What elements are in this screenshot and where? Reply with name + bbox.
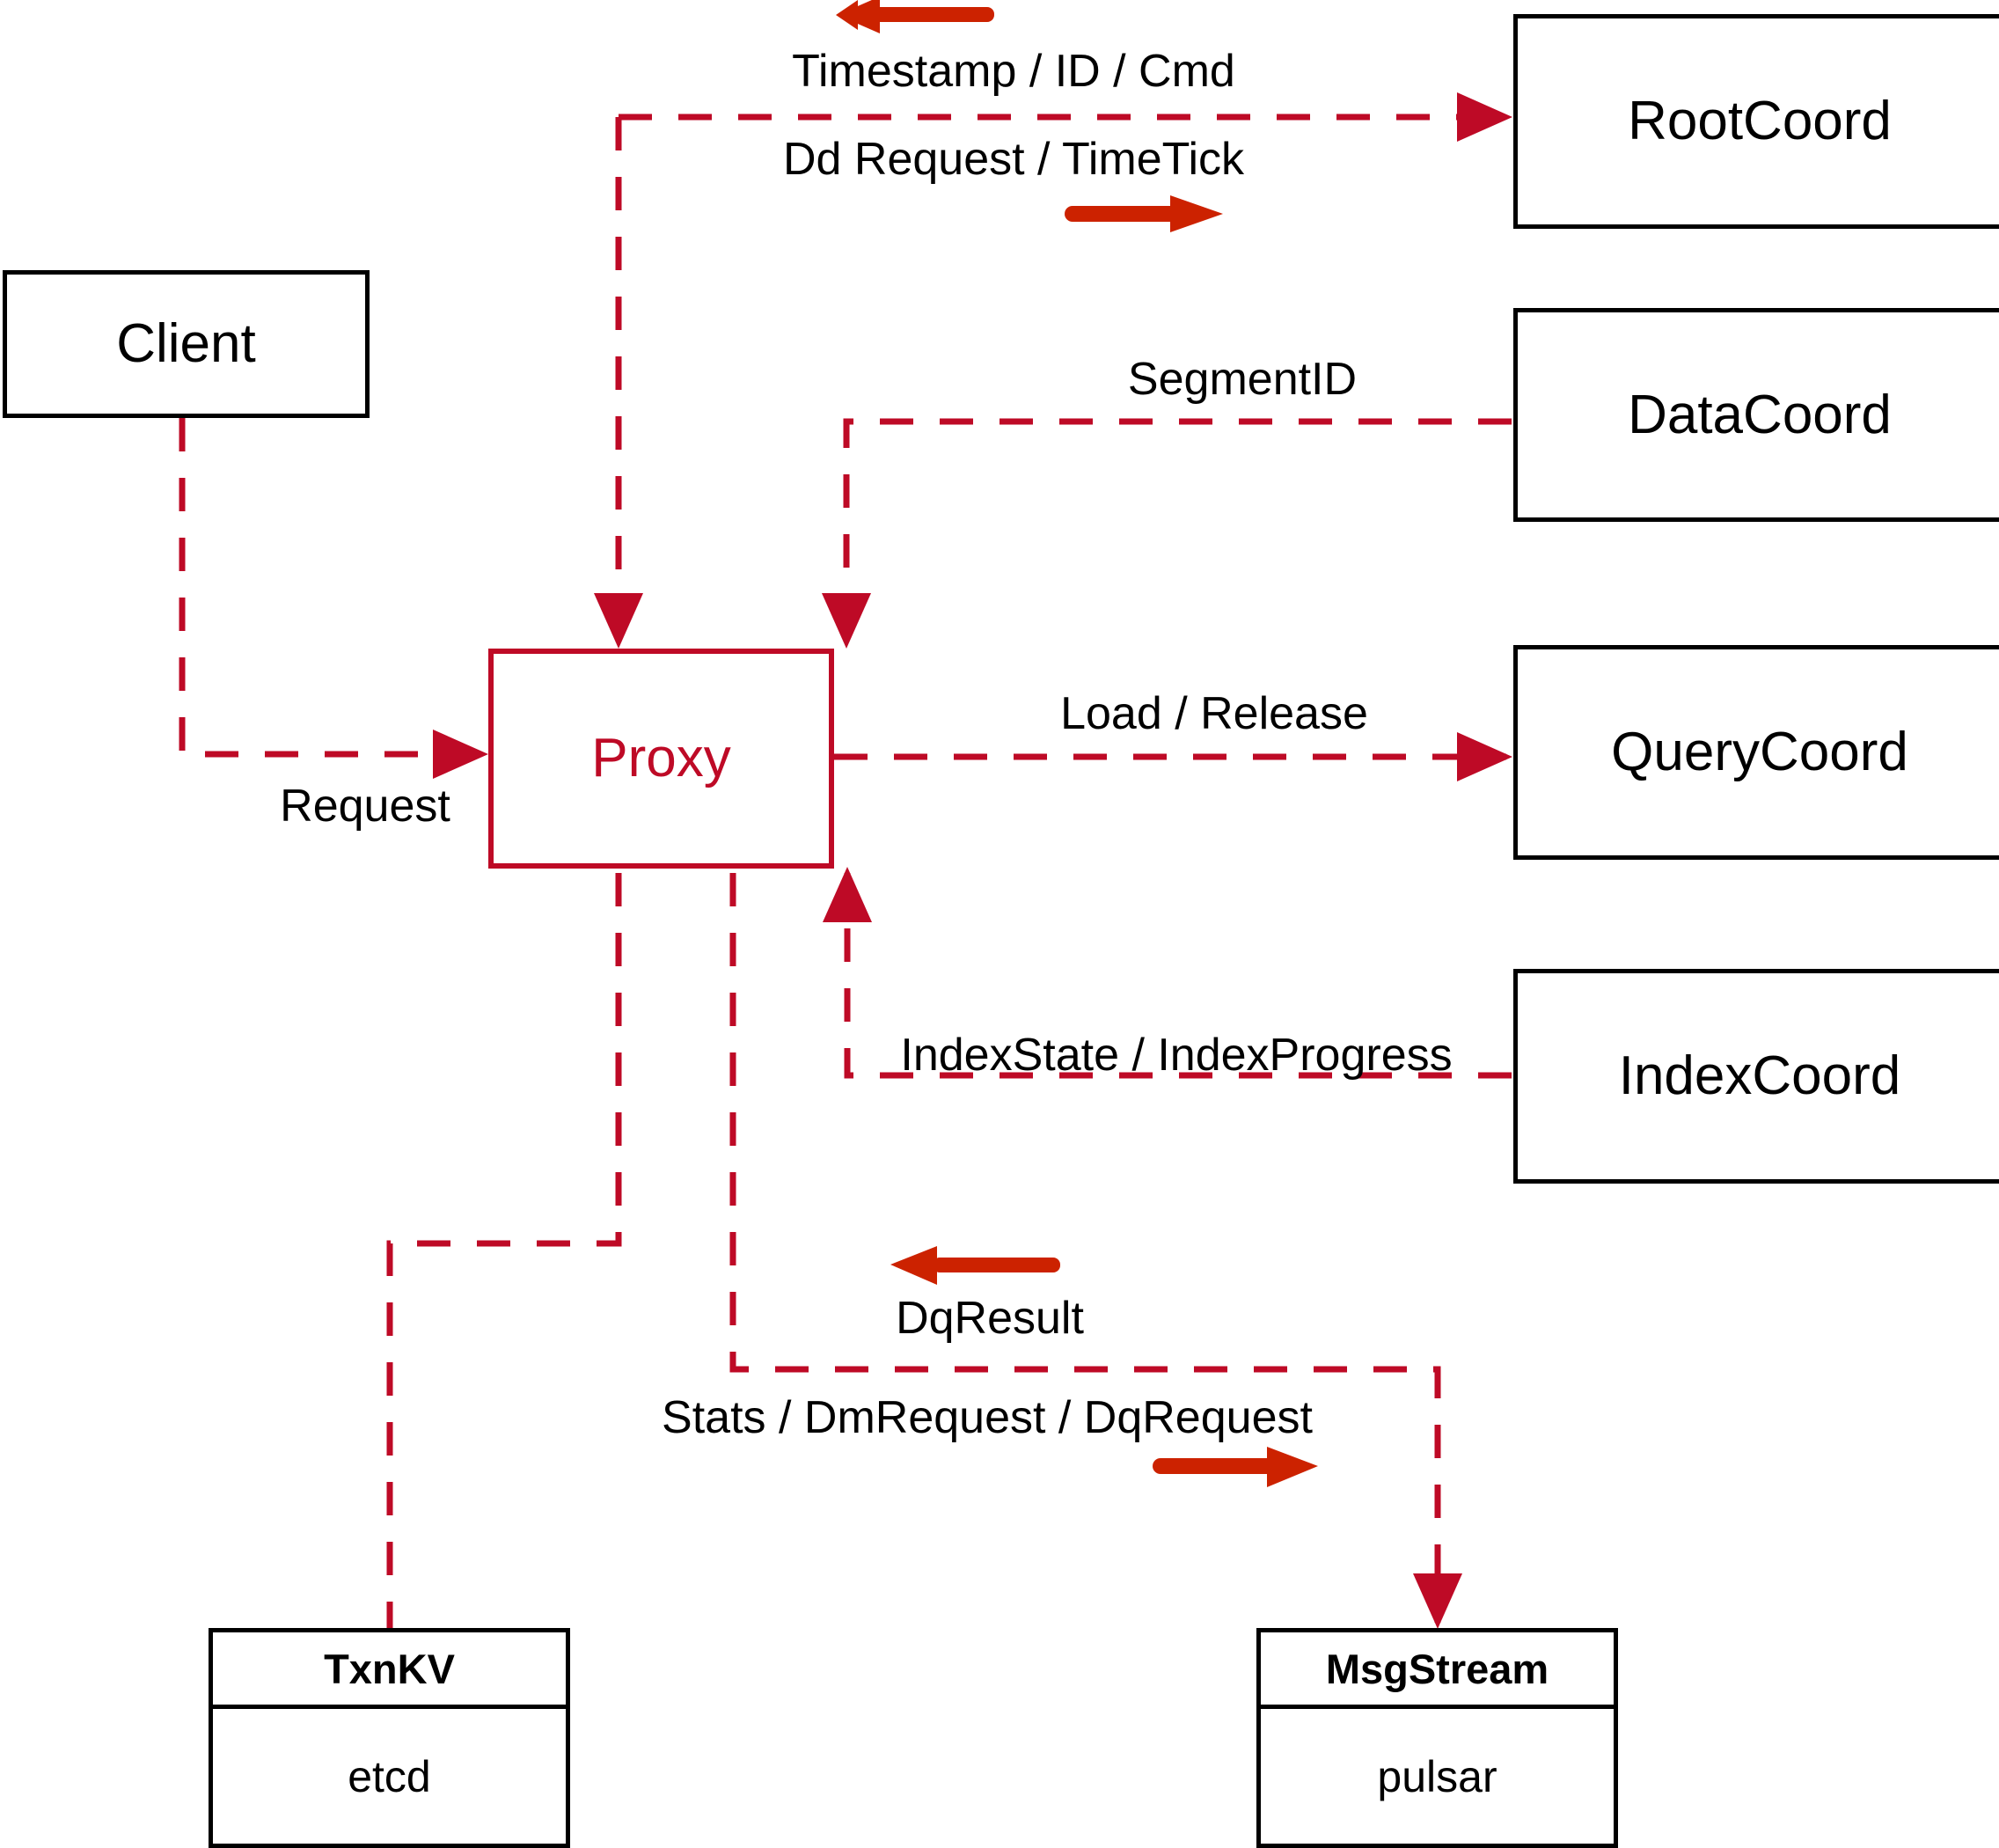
node-msgstream[interactable]: MsgStream pulsar <box>1256 1628 1618 1848</box>
arrow-right-stats <box>1153 1447 1318 1487</box>
arrow-left-timestamp <box>836 0 994 33</box>
node-proxy-label: Proxy <box>591 728 731 788</box>
edge-label-timestamp-id-cmd: Timestamp / ID / Cmd <box>792 46 1235 97</box>
node-querycoord-label: QueryCoord <box>1611 722 1908 782</box>
node-querycoord[interactable]: QueryCoord <box>1513 645 1999 860</box>
edge-datacoord-to-proxy <box>822 418 1512 649</box>
edge-label-load-release: Load / Release <box>1060 688 1368 739</box>
edge-client-to-proxy <box>179 418 488 779</box>
edge-label-dq-result: DqResult <box>896 1293 1084 1344</box>
node-txnkv-title: TxnKV <box>324 1645 455 1692</box>
node-txnkv-impl: etcd <box>348 1751 431 1801</box>
node-rootcoord[interactable]: RootCoord <box>1513 14 1999 229</box>
node-proxy[interactable]: Proxy <box>488 649 834 869</box>
node-client-label: Client <box>116 313 256 374</box>
edge-label-segment-id: SegmentID <box>1127 354 1358 405</box>
node-msgstream-title: MsgStream <box>1325 1645 1549 1692</box>
node-datacoord-label: DataCoord <box>1628 384 1892 445</box>
node-rootcoord-label: RootCoord <box>1628 91 1892 151</box>
edge-label-dd-request-timetick: Dd Request / TimeTick <box>782 134 1245 185</box>
node-msgstream-body: pulsar <box>1261 1709 1614 1844</box>
node-indexcoord-label: IndexCoord <box>1618 1045 1901 1106</box>
arrow-right-dd-request <box>1065 195 1223 232</box>
edge-proxy-to-msgstream <box>729 873 1462 1629</box>
node-msgstream-header: MsgStream <box>1261 1632 1614 1709</box>
node-client[interactable]: Client <box>3 270 370 418</box>
node-indexcoord[interactable]: IndexCoord <box>1513 969 1999 1184</box>
node-msgstream-impl: pulsar <box>1377 1751 1497 1801</box>
edge-label-request: Request <box>280 781 450 832</box>
edge-label-index-state-progress: IndexState / IndexProgress <box>900 1030 1453 1081</box>
edge-label-stats-dm-dq-request: Stats / DmRequest / DqRequest <box>662 1392 1313 1443</box>
node-txnkv[interactable]: TxnKV etcd <box>209 1628 570 1848</box>
node-txnkv-body: etcd <box>213 1709 566 1844</box>
edge-proxy-to-txnkv <box>386 873 622 1628</box>
arrow-left-dqresult <box>890 1246 1060 1285</box>
node-txnkv-header: TxnKV <box>213 1632 566 1709</box>
node-datacoord[interactable]: DataCoord <box>1513 308 1999 522</box>
